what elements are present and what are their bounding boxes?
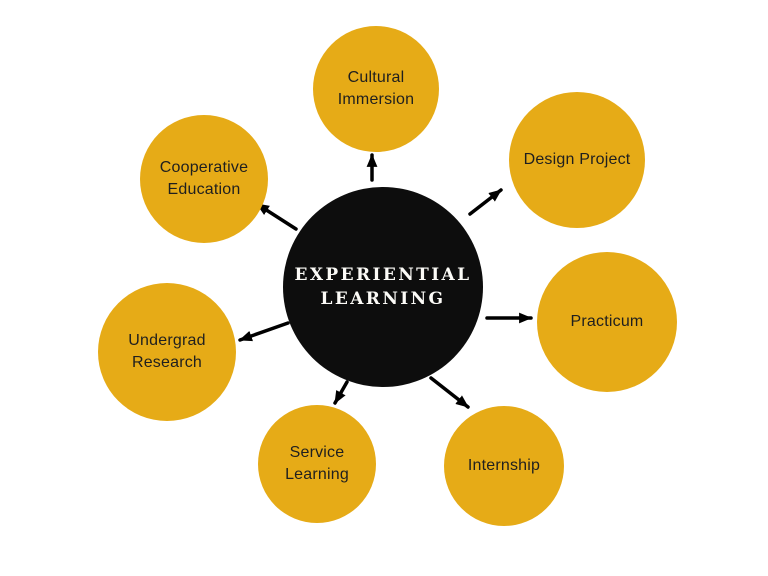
node-design-project: Design Project (509, 92, 645, 228)
node-label-internship: Internship (467, 457, 541, 474)
arrow-to-undergrad-research (238, 321, 290, 342)
node-label-practicum: Practicum (570, 313, 644, 330)
node-service-learning: Service Learning (258, 405, 376, 523)
center-node-label: EXPERIENTIAL LEARNING (294, 265, 472, 309)
node-label-cultural-immersion: Cultural Immersion (337, 69, 415, 108)
arrow-to-internship (429, 376, 470, 409)
node-label-undergrad-research: Undergrad Research (128, 332, 206, 371)
arrow-to-design-project (468, 188, 503, 216)
node-label-service-learning: Service Learning (285, 444, 349, 483)
node-practicum: Practicum (537, 252, 677, 392)
node-internship: Internship (444, 406, 564, 526)
arrow-to-cooperative-education (255, 202, 298, 231)
node-label-cooperative-education: Cooperative Education (159, 159, 249, 198)
node-label-design-project: Design Project (523, 151, 631, 168)
arrow-to-service-learning (333, 380, 349, 405)
node-cooperative-education: Cooperative Education (140, 115, 268, 243)
node-undergrad-research: Undergrad Research (98, 283, 236, 421)
node-cultural-immersion: Cultural Immersion (313, 26, 439, 152)
center-node-experiential-learning: EXPERIENTIAL LEARNING (283, 187, 483, 387)
